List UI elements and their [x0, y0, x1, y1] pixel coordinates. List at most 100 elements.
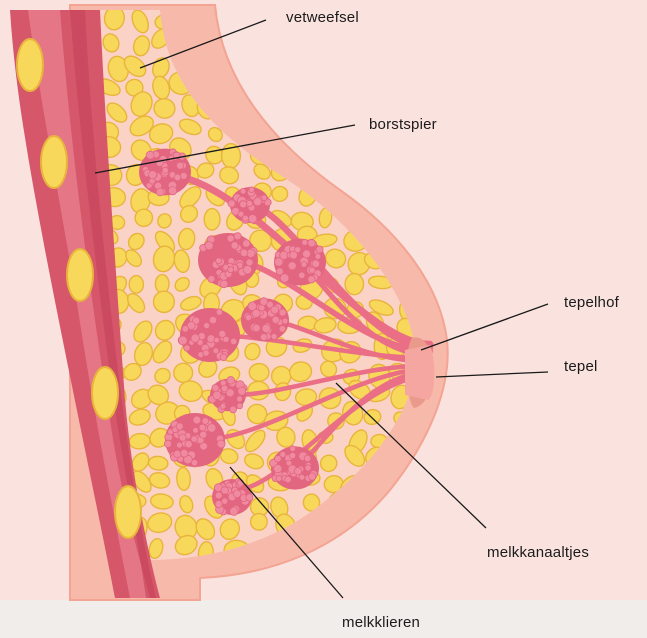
gland-alveolus — [220, 280, 228, 288]
gland-alveolus — [212, 384, 219, 391]
fat-lobule — [342, 169, 361, 188]
gland-alveolus — [271, 306, 279, 314]
gland-alveolus — [262, 324, 270, 332]
fat-lobule — [385, 490, 415, 517]
fat-lobule — [320, 34, 344, 59]
leader-line-nipple — [436, 372, 548, 377]
fat-lobule — [300, 30, 322, 47]
gland-cluster — [164, 413, 225, 467]
gland-alveolus — [308, 239, 316, 247]
gland-alveolus — [272, 316, 279, 323]
gland-alveolus — [220, 404, 226, 410]
gland-alveolus — [146, 151, 154, 159]
gland-alveolus — [299, 272, 306, 279]
gland-alveolus — [230, 406, 237, 413]
fat-lobule — [232, 50, 245, 72]
fat-lobule — [322, 96, 345, 123]
gland-alveolus — [164, 440, 171, 447]
fat-lobule — [255, 94, 272, 111]
gland-alveolus — [276, 476, 282, 482]
gland-alveolus — [274, 258, 283, 267]
fat-lobule — [275, 104, 293, 121]
fat-lobule — [243, 53, 273, 81]
label-nipple: tepel — [564, 358, 598, 376]
gland-alveolus — [260, 298, 268, 306]
gland-alveolus — [282, 318, 288, 324]
fat-lobule — [271, 48, 292, 73]
fat-lobule — [218, 6, 246, 31]
gland-alveolus — [208, 276, 215, 283]
fat-lobule — [364, 517, 392, 539]
gland-alveolus — [238, 387, 246, 395]
gland-alveolus — [182, 326, 189, 333]
gland-alveolus — [207, 424, 216, 433]
rib-oval — [41, 136, 67, 188]
fat-lobule — [300, 95, 316, 114]
gland-alveolus — [274, 465, 282, 473]
gland-alveolus — [294, 468, 301, 475]
label-chest-muscle: borstspier — [369, 116, 437, 134]
label-milk-glands: melkklieren — [342, 614, 420, 632]
gland-alveolus — [279, 309, 286, 316]
fat-lobule — [340, 542, 367, 564]
gland-alveolus — [149, 171, 157, 179]
gland-alveolus — [213, 391, 221, 399]
gland-alveolus — [309, 267, 315, 273]
gland-alveolus — [202, 418, 209, 425]
gland-alveolus — [216, 258, 222, 264]
gland-alveolus — [245, 314, 252, 321]
fat-lobule — [297, 76, 325, 101]
gland-alveolus — [185, 441, 192, 448]
fat-lobule — [346, 30, 372, 55]
fat-lobule — [153, 291, 175, 314]
gland-alveolus — [221, 487, 228, 494]
fat-lobule — [372, 542, 393, 562]
gland-alveolus — [301, 262, 307, 268]
gland-alveolus — [285, 476, 292, 483]
fat-lobule — [340, 73, 366, 100]
fat-lobule — [391, 93, 416, 118]
gland-alveolus — [315, 254, 321, 260]
fat-lobule — [249, 363, 269, 381]
gland-alveolus — [240, 249, 248, 257]
rib-oval — [92, 367, 118, 419]
fat-lobule — [265, 70, 288, 92]
gland-alveolus — [199, 424, 206, 431]
gland-alveolus — [230, 507, 238, 515]
fat-lobule — [388, 139, 412, 167]
gland-alveolus — [209, 316, 216, 323]
gland-alveolus — [280, 451, 286, 457]
gland-alveolus — [191, 460, 197, 466]
gland-alveolus — [227, 235, 234, 242]
gland-alveolus — [227, 377, 235, 385]
gland-alveolus — [220, 354, 227, 361]
rib-oval — [115, 486, 141, 538]
gland-alveolus — [162, 167, 168, 173]
gland-alveolus — [279, 326, 286, 333]
label-milk-ducts: melkkanaaltjes — [487, 544, 589, 562]
fat-lobule — [315, 52, 340, 77]
fat-lobule — [296, 56, 316, 77]
gland-alveolus — [286, 460, 292, 466]
gland-alveolus — [280, 274, 289, 283]
gland-alveolus — [215, 500, 222, 507]
gland-alveolus — [231, 242, 238, 249]
gland-alveolus — [237, 480, 244, 487]
fat-lobule — [204, 209, 220, 230]
fat-lobule — [362, 31, 386, 54]
gland-alveolus — [193, 428, 199, 434]
fat-lobule — [343, 99, 370, 126]
fat-lobule — [390, 165, 416, 190]
gland-alveolus — [180, 449, 188, 457]
gland-alveolus — [299, 474, 305, 480]
gland-alveolus — [316, 246, 323, 253]
fat-lobule — [365, 73, 395, 102]
gland-alveolus — [174, 450, 181, 457]
fat-lobule — [364, 10, 389, 30]
gland-alveolus — [156, 188, 164, 196]
gland-alveolus — [179, 434, 186, 441]
label-fat-tissue: vetweefsel — [286, 9, 359, 27]
gland-alveolus — [240, 188, 246, 194]
